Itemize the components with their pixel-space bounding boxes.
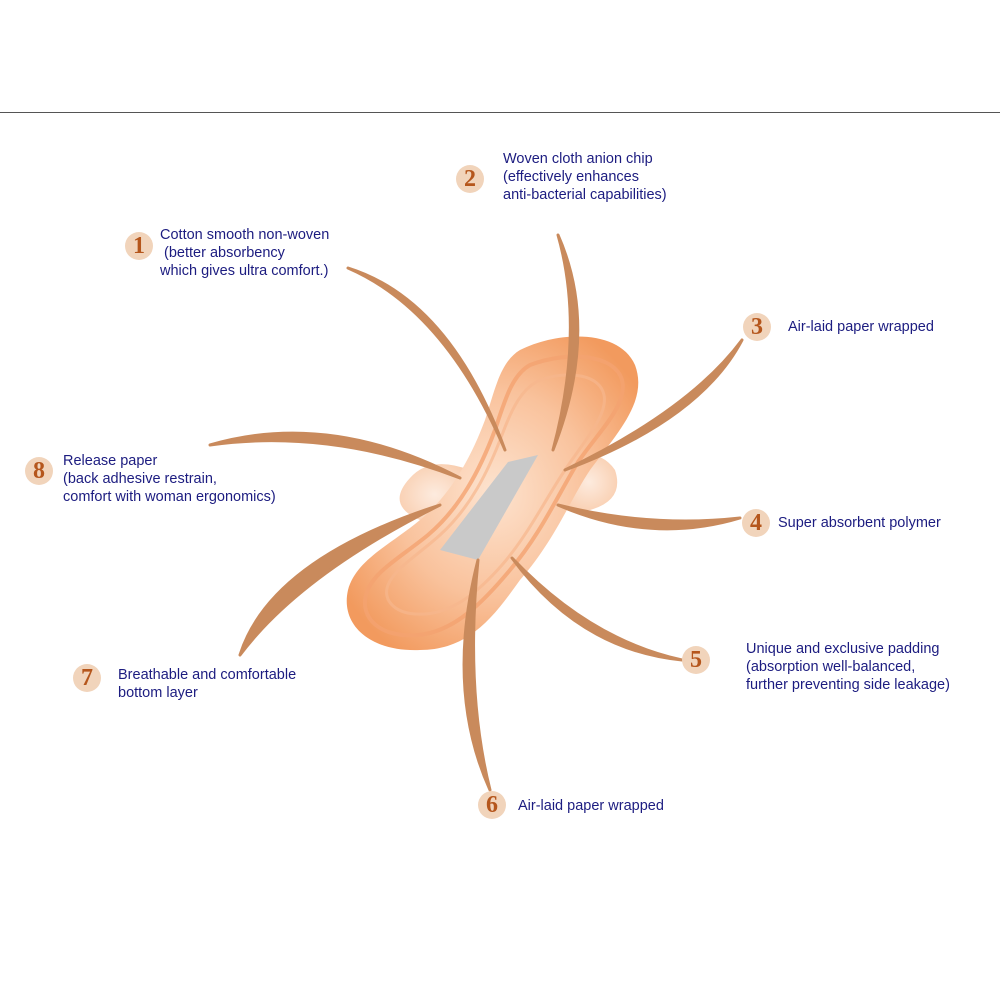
callout-5-text: Unique and exclusive padding (absorption… bbox=[746, 641, 950, 693]
pad-channel-inner bbox=[385, 373, 606, 616]
connector-4 bbox=[556, 503, 742, 531]
connector-2 bbox=[551, 233, 580, 452]
top-divider-line bbox=[0, 112, 1000, 113]
pad-channel-outer bbox=[362, 354, 625, 638]
callout-4-text: Super absorbent polymer bbox=[778, 515, 941, 531]
callout-4-number-badge: 4 bbox=[742, 509, 770, 537]
connector-lines bbox=[208, 233, 744, 792]
callout-6-text: Air-laid paper wrapped bbox=[518, 798, 664, 814]
callout-2-number-badge: 2 bbox=[456, 165, 484, 193]
callout-7-number-badge: 7 bbox=[73, 664, 101, 692]
callout-8-text: Release paper (back adhesive restrain, c… bbox=[63, 453, 276, 505]
connector-7 bbox=[238, 503, 442, 657]
connector-8 bbox=[208, 431, 462, 480]
callout-3-number-badge: 3 bbox=[743, 313, 771, 341]
callout-3-text: Air-laid paper wrapped bbox=[788, 319, 934, 335]
release-paper-strip bbox=[440, 455, 538, 560]
callout-7-text: Breathable and comfortable bottom layer bbox=[118, 667, 297, 701]
callout-1-number-badge: 1 bbox=[125, 232, 153, 260]
connector-3 bbox=[563, 338, 744, 472]
callout-6-number-badge: 6 bbox=[478, 791, 506, 819]
callout-8-number-badge: 8 bbox=[25, 457, 53, 485]
connector-5 bbox=[510, 556, 684, 662]
sanitary-pad-illustration bbox=[346, 336, 639, 651]
callout-1-text: Cotton smooth non-woven (better absorben… bbox=[160, 227, 330, 279]
callout-2-text: Woven cloth anion chip (effectively enha… bbox=[503, 151, 667, 203]
callout-5-number-badge: 5 bbox=[682, 646, 710, 674]
connector-6 bbox=[462, 558, 492, 792]
connector-1 bbox=[346, 266, 507, 452]
